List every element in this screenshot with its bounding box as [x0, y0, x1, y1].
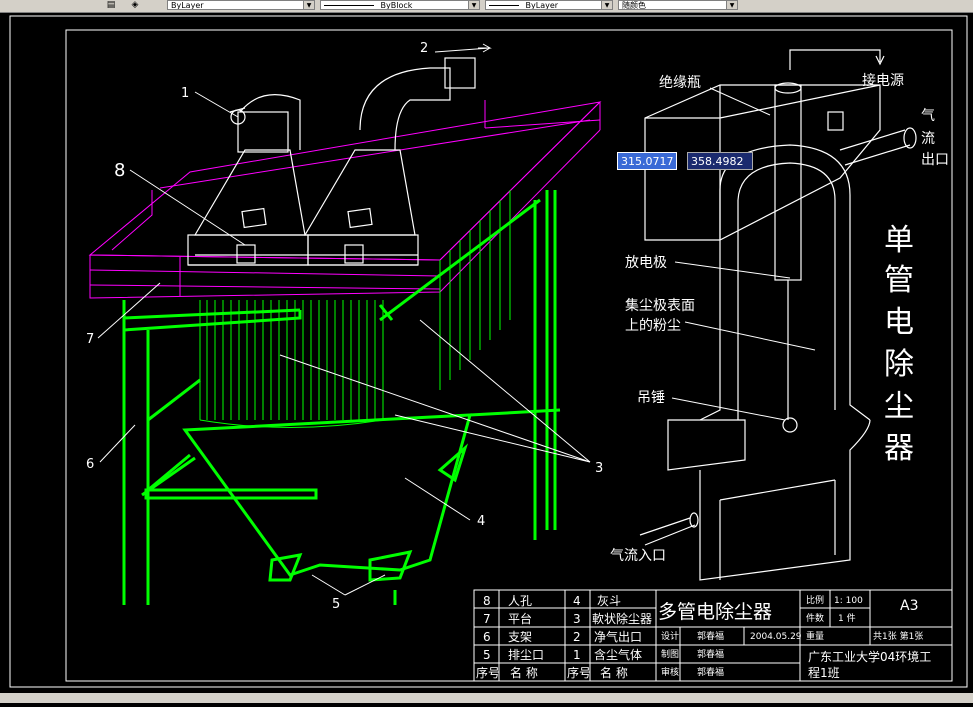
label-6: 6: [86, 457, 94, 472]
row-name: 净气出口: [594, 629, 642, 644]
single-tube-precipitator-drawing: 绝缘瓶 接电源 气 流 出口 放电极 集尘极表面 上的粉尘 吊锤 气流入口 单 …: [610, 49, 949, 581]
insulator-label: 绝缘瓶: [659, 75, 701, 91]
power-label: 接电源: [862, 72, 904, 89]
vertical-title: 单 管 电 除 尘 器: [884, 223, 914, 466]
vertical-title-char: 除: [884, 347, 914, 382]
gas-out-label-1: 气: [921, 108, 935, 124]
weight-label: 吊锤: [637, 390, 665, 406]
gas-out-label-3: 出口: [921, 152, 949, 168]
parts-table-grid: [473, 589, 953, 682]
label-1: 1: [181, 86, 189, 101]
status-bar: [0, 693, 973, 703]
header-no: 序号: [476, 665, 500, 680]
reviewer: 郭春福: [697, 666, 724, 678]
chevron-down-icon: ▼: [303, 1, 314, 9]
right-labels: 绝缘瓶 接电源 气 流 出口 放电极 集尘极表面 上的粉尘 吊锤 气流入口: [610, 72, 949, 564]
title-block: 多管电除尘器 比例 1: 100 件数 1 件 重量 A3 共1张 第1张 设计…: [658, 594, 931, 680]
dust-label-2: 上的粉尘: [625, 318, 681, 334]
label-4: 4: [477, 514, 485, 529]
label-3: 3: [595, 461, 603, 476]
lineweight-combo[interactable]: ByLayer ▼: [485, 0, 613, 10]
header-name: 名 称: [600, 665, 628, 680]
gas-in-label: 气流入口: [610, 548, 666, 564]
layer-states-icon[interactable]: ▤: [106, 0, 116, 10]
row-no: 6: [483, 630, 491, 644]
outer-frame: [9, 15, 968, 688]
scale-label: 比例: [806, 594, 824, 606]
review-label: 审核: [661, 666, 679, 678]
hoods: [187, 57, 476, 266]
coord-x-input[interactable]: 315.0717: [617, 152, 677, 170]
scale-value: 1: 100: [834, 596, 863, 606]
date: 2004.05.29: [750, 632, 802, 642]
row-no: 4: [573, 594, 581, 608]
dust-label-1: 集尘极表面: [625, 297, 695, 314]
row-name: 人孔: [508, 594, 532, 608]
layer-combo[interactable]: ByLayer ▼: [167, 0, 315, 10]
label-5: 5: [332, 597, 340, 612]
row-name: 支架: [508, 630, 532, 644]
label-7: 7: [86, 332, 94, 347]
count-value: 1 件: [838, 612, 856, 624]
design-label: 设计: [661, 630, 679, 642]
row-no: 8: [483, 594, 491, 608]
weight-label-tb: 重量: [806, 630, 824, 642]
platform: [88, 100, 602, 299]
electrode-label: 放电极: [625, 255, 667, 271]
coord-y-input[interactable]: 358.4982: [687, 152, 753, 170]
label-2: 2: [420, 41, 428, 56]
draw-label: 制图: [661, 648, 679, 660]
chevron-down-icon: ▼: [601, 1, 612, 9]
leader-lines-right: [671, 87, 816, 421]
count-label: 件数: [806, 612, 824, 624]
drawing-canvas[interactable]: 1 2 3 4 5 6 7 8: [0, 13, 973, 703]
label-8: 8: [114, 160, 125, 181]
property-toolbar: ▤ ◈ ByLayer ▼ ByBlock ▼ ByLayer ▼ 随颜色 ▼: [0, 0, 973, 13]
support-frame: [122, 190, 561, 605]
row-no: 1: [573, 648, 581, 662]
school: 广东工业大学04环境工: [808, 649, 931, 664]
row-name: 軟状除尘器: [592, 611, 652, 626]
row-no: 5: [483, 648, 491, 662]
row-name: 灰斗: [597, 594, 621, 608]
row-name: 含尘气体: [594, 647, 642, 662]
sheet-size: A3: [900, 598, 918, 614]
vertical-title-char: 单: [884, 223, 914, 258]
row-no: 7: [483, 612, 491, 626]
plot-style-combo[interactable]: 随颜色 ▼: [618, 0, 738, 10]
single-tube-body: [639, 49, 917, 581]
vertical-title-char: 器: [884, 431, 914, 466]
header-no: 序号: [567, 665, 591, 680]
vertical-title-char: 电: [884, 305, 914, 340]
parts-table: 8 人孔 4 灰斗 7 平台 3 軟状除尘器 6 支架 2 净气出口 5 排尘口…: [476, 594, 652, 680]
part-number-labels: 1 2 3 4 5 6 7 8: [86, 41, 603, 612]
drawing-title: 多管电除尘器: [658, 601, 772, 623]
linetype-combo[interactable]: ByBlock ▼: [320, 0, 480, 10]
gas-out-label-2: 流: [921, 131, 935, 147]
chevron-down-icon: ▼: [726, 1, 737, 9]
multi-tube-precipitator-drawing: 1 2 3 4 5 6 7 8: [86, 41, 603, 612]
header-name: 名 称: [510, 665, 538, 680]
row-no: 3: [573, 612, 581, 626]
chevron-down-icon: ▼: [468, 1, 479, 9]
vertical-title-char: 尘: [884, 389, 914, 424]
class: 程1班: [808, 665, 840, 680]
layer-icon[interactable]: ◈: [131, 0, 139, 10]
row-no: 2: [573, 630, 581, 644]
sheets: 共1张 第1张: [873, 630, 923, 642]
vertical-title-char: 管: [884, 263, 914, 298]
inner-frame: [65, 29, 953, 682]
drawing-svg: 1 2 3 4 5 6 7 8: [9, 15, 968, 688]
leader-lines: [97, 43, 591, 596]
drawer: 郭春福: [697, 648, 724, 660]
row-name: 排尘口: [508, 648, 544, 662]
designer: 郭春福: [697, 630, 724, 642]
tubes: [199, 190, 511, 428]
row-name: 平台: [508, 611, 532, 626]
